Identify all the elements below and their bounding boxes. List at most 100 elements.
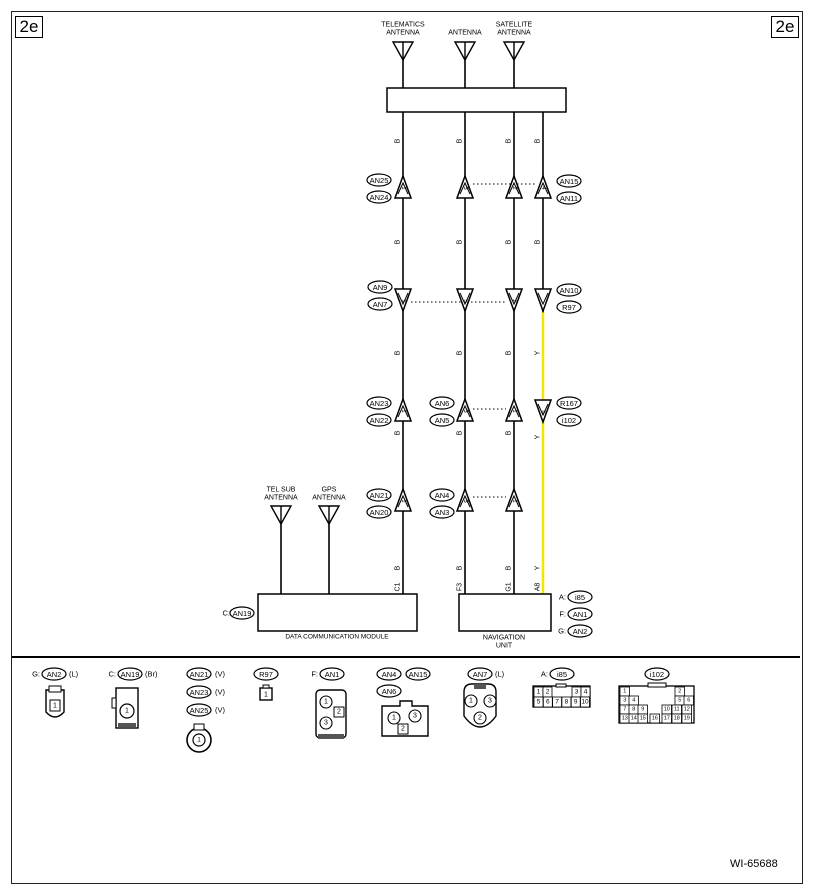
wire-color-label: Y [535,350,542,355]
connector-inner [508,494,520,508]
connector-id-text: AN1 [573,610,588,619]
wires [12,60,800,658]
nav-box [458,593,552,632]
legend-connector-id: AN15 [405,667,431,681]
wire-color-label: B [506,430,513,435]
connector-oval [376,684,402,698]
connector-oval [429,396,455,410]
connector-oval [366,173,392,187]
connector-oval [556,174,582,188]
wire-color-label: B [457,430,464,435]
nav-connector-id: AN1 [567,607,593,621]
connector-id: AN11 [556,191,582,205]
wire-color-label: B [457,138,464,143]
connector-symbol: 3 [455,486,475,512]
wire-color-label: B [395,430,402,435]
connector-id-text: AN4 [435,491,450,500]
legend-an7-pin [464,694,478,708]
connector-id-text: AN6 [435,399,450,408]
legend-pin-number: 3 [623,698,626,704]
connector-oval [366,413,392,427]
satellite-antenna-label: SATELLITE [496,22,533,29]
connector-id-text: AN2 [573,627,588,636]
wire-color-label: B [395,350,402,355]
connector-id: AN23 [366,396,392,410]
connector-id: AN22 [366,413,392,427]
gps-antenna-label: ANTENNA [312,495,346,502]
legend-pin-number: 9 [641,707,644,713]
connector-symbol: 4 [533,173,553,199]
connector-oval [556,300,582,314]
wire-color-label: B [395,239,402,244]
connector-oval [319,667,345,681]
dcm-prefix: C: [223,609,231,618]
pin-number: 3 [462,299,468,303]
connector-oval [429,488,455,502]
connector-symbol: 3 [455,173,475,199]
corner-label-right: 2e [771,16,799,38]
legend-pin-number: 10 [664,707,670,713]
legend-connector-id: AN7 [467,667,493,681]
legend-pin-number: 2 [546,689,550,696]
connector-id-text: AN3 [435,508,450,517]
nav-connector-id: AN2 [567,624,593,638]
legend-pin-number: 8 [565,699,569,706]
connector-id-text: AN11 [560,194,578,203]
nav-connector-id: i85 [567,590,593,604]
legend-i85-latch [555,683,567,688]
connector-id-text: AN7 [373,300,388,309]
connector-symbol: 1 [504,396,524,422]
wire-color-label: B [535,138,542,143]
pin-number: 1 [511,499,517,503]
legend-connector-id: AN1 [319,667,345,681]
legend-connector-id: AN25 [186,703,212,717]
antenna-junction-box [386,87,567,113]
connector-symbol: 1 [393,288,413,314]
connector-inner [537,403,549,417]
connector-id-text: AN15 [560,177,579,186]
connector-id-text: i102 [562,416,576,425]
legend-i102-cell [671,713,682,724]
connector-oval [429,505,455,519]
connector-id: AN6 [429,396,455,410]
connector-id: AN4 [429,488,455,502]
legend-prefix: A: [541,670,548,679]
connector-oval [376,667,402,681]
connector-id-text: AN22 [370,416,389,425]
corner-label-left: 2e [15,16,43,38]
connector-inner [537,292,549,306]
legend-pin-number: 17 [664,716,670,722]
pin-number: 3 [462,499,468,503]
pin-number: 1 [400,409,406,413]
connector-inner [508,292,520,306]
connector-oval [556,396,582,410]
pin-number: 1 [400,186,406,190]
legend-prefix: C: [109,670,117,679]
nav-pin-label: G1 [506,582,513,591]
legend-pin-number: 2 [401,726,405,733]
legend-prefix: F: [311,670,318,679]
legend-pin-number: 11 [674,707,680,713]
legend-pin-number: 1 [469,698,473,705]
connector-oval [556,191,582,205]
satellite-antenna-symbol [502,41,526,62]
legend-pin-number: 4 [584,689,588,696]
connector-id-text: R97 [259,670,273,679]
connector-id-text: AN25 [190,706,209,715]
connector-id-text: AN24 [370,193,389,202]
legend-color: (L) [495,670,505,679]
legend-pin-number: 2 [337,709,341,716]
legend-connector-id: i85 [549,667,575,681]
nav-label: UNIT [496,643,513,650]
tel-sub-antenna-label: ANTENNA [264,495,298,502]
connector-triangle [533,288,553,314]
connector-symbol: 1 [393,486,413,512]
wire-color-label: Y [535,565,542,570]
legend-r97-latch [262,684,270,689]
legend-pin-number: 1 [197,737,201,744]
legend-pin-number: 19 [684,716,690,722]
pin-number: 1 [400,299,406,303]
connector-oval [366,488,392,502]
